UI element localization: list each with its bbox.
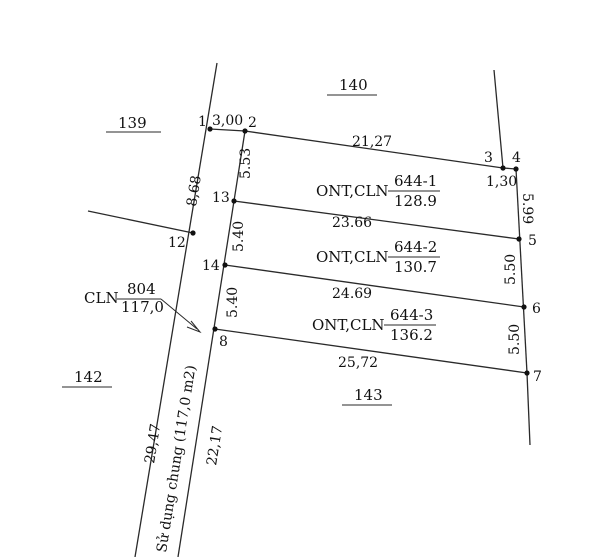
line-14-6: [224, 264, 525, 308]
dimension-labels: 3,00 21,27 1,30 23.66 24.69 25,72 5.53 5…: [142, 113, 535, 467]
dim-14-6: 24.69: [332, 286, 372, 302]
neighbour-parcels: 139 140 142 143: [74, 76, 383, 404]
lot-1-id: 644-1: [394, 172, 437, 190]
dim-4-5: 5.99: [519, 193, 535, 224]
path-id: 804: [127, 280, 156, 298]
lot-2-use: ONT,CLN: [316, 248, 389, 266]
point-14: [222, 262, 228, 268]
line-12-west: [87, 210, 194, 234]
dim-3-4: 1,30: [486, 174, 517, 190]
dim-1-12: 8,68: [184, 174, 205, 207]
path-use: CLN: [84, 289, 119, 307]
point-2: [242, 128, 248, 134]
point-12: [190, 230, 196, 236]
dim-14-13: 5.40: [231, 221, 247, 252]
point-labels: 1 2 3 4 13 12 5 14 6 8 7: [168, 114, 542, 385]
point-13: [231, 198, 237, 204]
point-8: [212, 326, 218, 332]
label-point-5: 5: [528, 233, 537, 249]
lot-3-area: 136.2: [390, 326, 433, 344]
point-3: [500, 165, 506, 171]
parcel-140: 140: [339, 76, 368, 94]
lot-2-area: 130.7: [394, 258, 437, 276]
survey-points: [190, 126, 530, 376]
dim-8-14: 5.40: [225, 287, 241, 318]
label-point-6: 6: [532, 301, 541, 317]
dim-13-2: 5.53: [238, 148, 254, 179]
line-8-7: [214, 328, 528, 374]
dim-right-road: 22,17: [204, 425, 226, 467]
path-pointer: [160, 298, 198, 330]
point-1: [207, 126, 213, 132]
lot-3-use: ONT,CLN: [312, 316, 385, 334]
line-7-south: [526, 372, 531, 446]
label-point-3: 3: [484, 150, 493, 166]
label-point-7: 7: [533, 369, 542, 385]
label-point-12: 12: [168, 235, 186, 251]
line-1-2: [209, 128, 246, 132]
dim-left-road: 29,47: [142, 423, 164, 465]
line-13-5: [233, 200, 520, 240]
lot-1-use: ONT,CLN: [316, 182, 389, 200]
lot-2-id: 644-2: [394, 238, 437, 256]
road-left-edge: [134, 62, 218, 557]
lot-644-1: ONT,CLN 644-1 128.9: [316, 172, 440, 210]
path-pointer-arrowhead: [186, 320, 202, 334]
dim-8-7: 25,72: [338, 355, 378, 371]
label-point-1: 1: [198, 114, 207, 130]
parcel-142: 142: [74, 368, 103, 386]
dim-2-3: 21,27: [352, 134, 392, 150]
dim-1-2: 3,00: [212, 113, 243, 129]
lot-1-area: 128.9: [394, 192, 437, 210]
parcel-139: 139: [118, 114, 147, 132]
line-4-7: [515, 168, 528, 374]
label-point-8: 8: [219, 334, 228, 350]
point-5: [516, 236, 522, 242]
dim-13-5: 23.66: [332, 215, 372, 231]
point-6: [521, 304, 527, 310]
label-point-14: 14: [202, 258, 220, 274]
lot-3-id: 644-3: [390, 306, 433, 324]
lot-644-3: ONT,CLN 644-3 136.2: [312, 306, 436, 344]
point-7: [524, 370, 530, 376]
parcel-143: 143: [354, 386, 383, 404]
dim-5-6: 5.50: [503, 254, 519, 285]
label-point-2: 2: [248, 115, 257, 131]
label-point-13: 13: [212, 190, 230, 206]
line-3-north: [493, 69, 504, 169]
path-note: Sử dụng chung (117,0 m2): [153, 364, 199, 554]
lot-644-2: ONT,CLN 644-2 130.7: [316, 238, 440, 276]
label-point-4: 4: [512, 150, 521, 166]
line-2-3: [244, 130, 504, 169]
path-area: 117,0: [121, 298, 164, 316]
dim-6-7: 5.50: [507, 324, 523, 355]
parcel-underlines: [62, 94, 392, 406]
point-4: [513, 166, 519, 172]
